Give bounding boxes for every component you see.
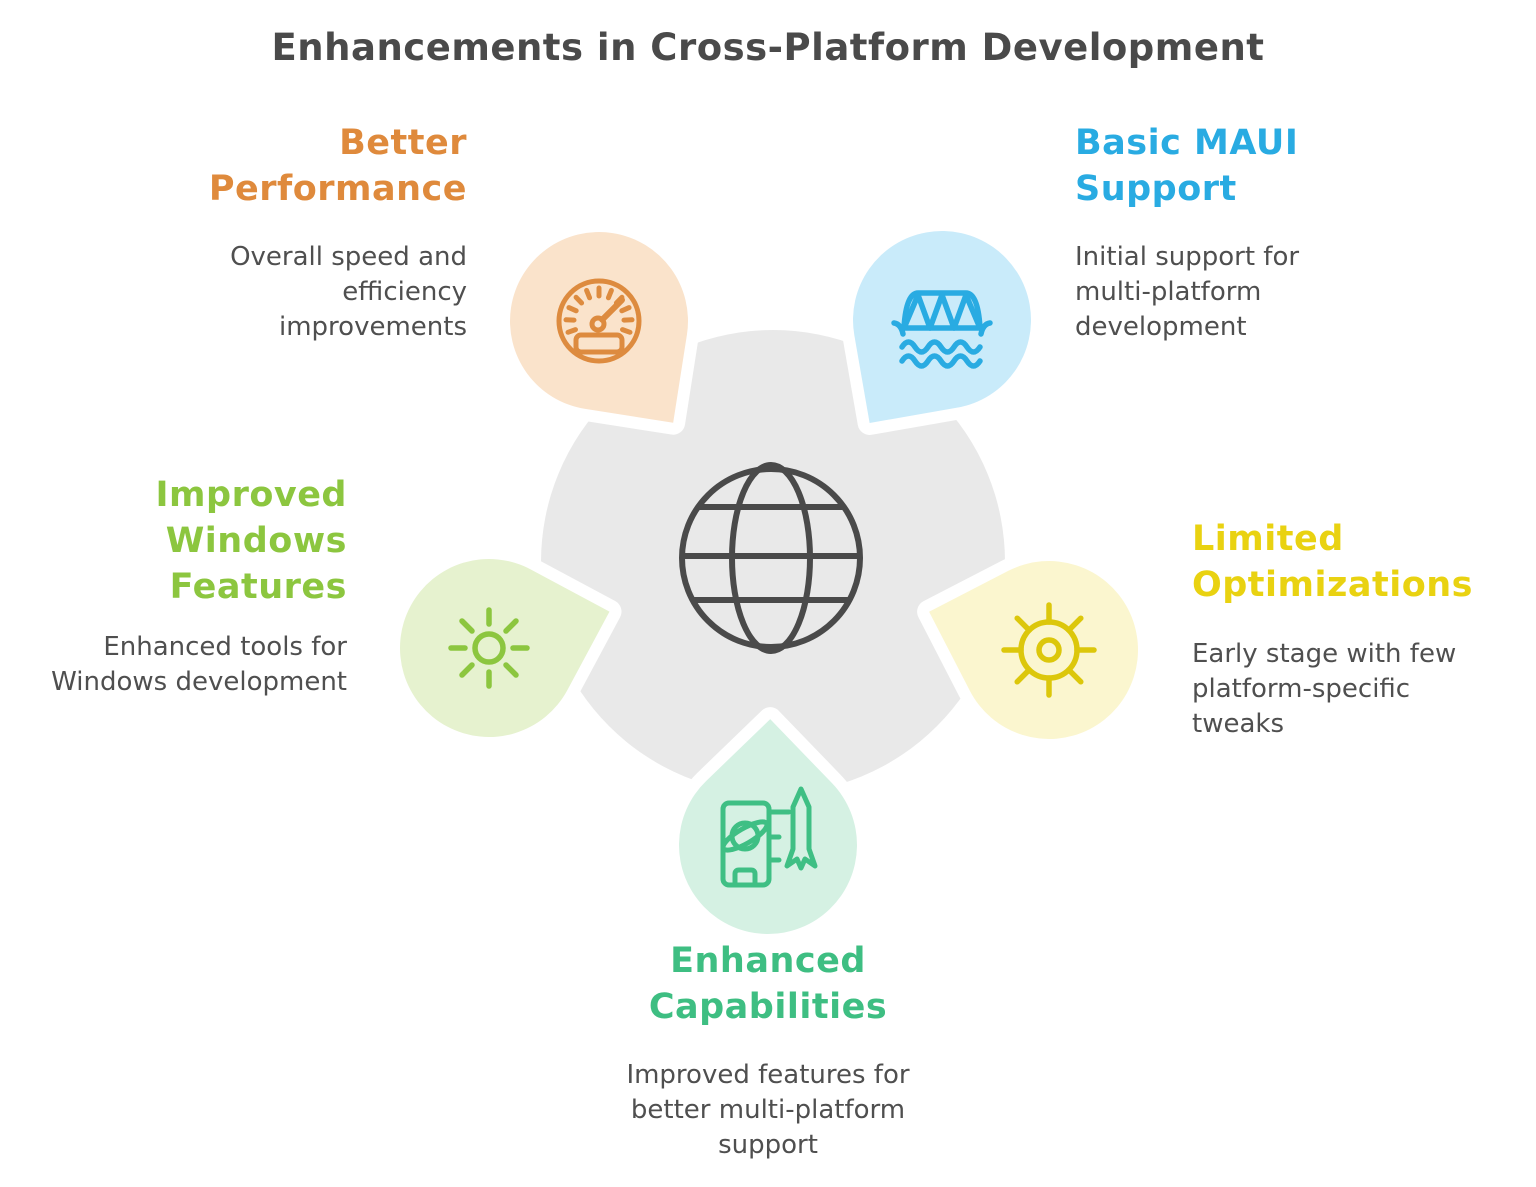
petal-better-performance <box>497 219 700 422</box>
section-title-limited-optimizations: Limited Optimizations <box>1192 516 1473 608</box>
sun-gear-icon <box>1001 602 1097 698</box>
desc-line: Initial support for <box>1075 242 1300 272</box>
speedometer-icon <box>556 278 642 364</box>
section-desc-improved-windows-features: Enhanced tools for Windows development <box>51 630 347 700</box>
title-line: Better <box>339 123 467 163</box>
title-line: Support <box>1075 169 1237 209</box>
title-line: Features <box>169 567 347 607</box>
title-line: Basic MAUI <box>1075 123 1299 163</box>
desc-line: platform-specific <box>1192 674 1411 704</box>
globe-icon <box>679 462 863 654</box>
title-line: Optimizations <box>1192 565 1474 605</box>
bridge-icon <box>891 290 993 369</box>
title-line: Limited <box>1192 519 1344 559</box>
center-circle <box>541 330 1005 794</box>
title-line: Windows <box>165 521 347 561</box>
rocket-poster-icon <box>720 786 818 888</box>
title-line: Performance <box>208 169 467 209</box>
desc-line: Improved features for <box>626 1060 910 1090</box>
section-desc-limited-optimizations: Early stage with few platform-specific t… <box>1192 637 1456 742</box>
desc-line: Early stage with few <box>1192 639 1457 669</box>
title-line: Improved <box>155 475 347 515</box>
section-title-better-performance: Better Performance <box>209 120 467 212</box>
desc-line: Overall speed and <box>230 242 467 272</box>
section-title-improved-windows-features: Improved Windows Features <box>156 472 347 610</box>
title-line: Capabilities <box>648 987 888 1027</box>
section-title-enhanced-capabilities: Enhanced Capabilities <box>468 938 1068 1030</box>
desc-line: development <box>1075 312 1247 342</box>
petal-basic-maui-support <box>839 217 1045 423</box>
desc-line: Enhanced tools for <box>103 632 347 662</box>
title-line: Enhanced <box>670 941 866 981</box>
desc-line: multi-platform <box>1075 277 1262 307</box>
section-title-basic-maui-support: Basic MAUI Support <box>1075 120 1298 212</box>
page-title: Enhancements in Cross-Platform Developme… <box>271 26 1265 69</box>
desc-line: improvements <box>278 312 467 342</box>
section-desc-enhanced-capabilities: Improved features for better multi-platf… <box>468 1058 1068 1163</box>
desc-line: efficiency <box>342 277 467 307</box>
desc-line: tweaks <box>1192 709 1284 739</box>
desc-line: support <box>718 1130 818 1160</box>
section-desc-better-performance: Overall speed and efficiency improvement… <box>230 240 467 345</box>
desc-line: Windows development <box>51 667 347 697</box>
brightness-sun-icon <box>448 607 530 689</box>
section-desc-basic-maui-support: Initial support for multi-platform devel… <box>1075 240 1299 345</box>
desc-line: better multi-platform <box>630 1095 906 1125</box>
